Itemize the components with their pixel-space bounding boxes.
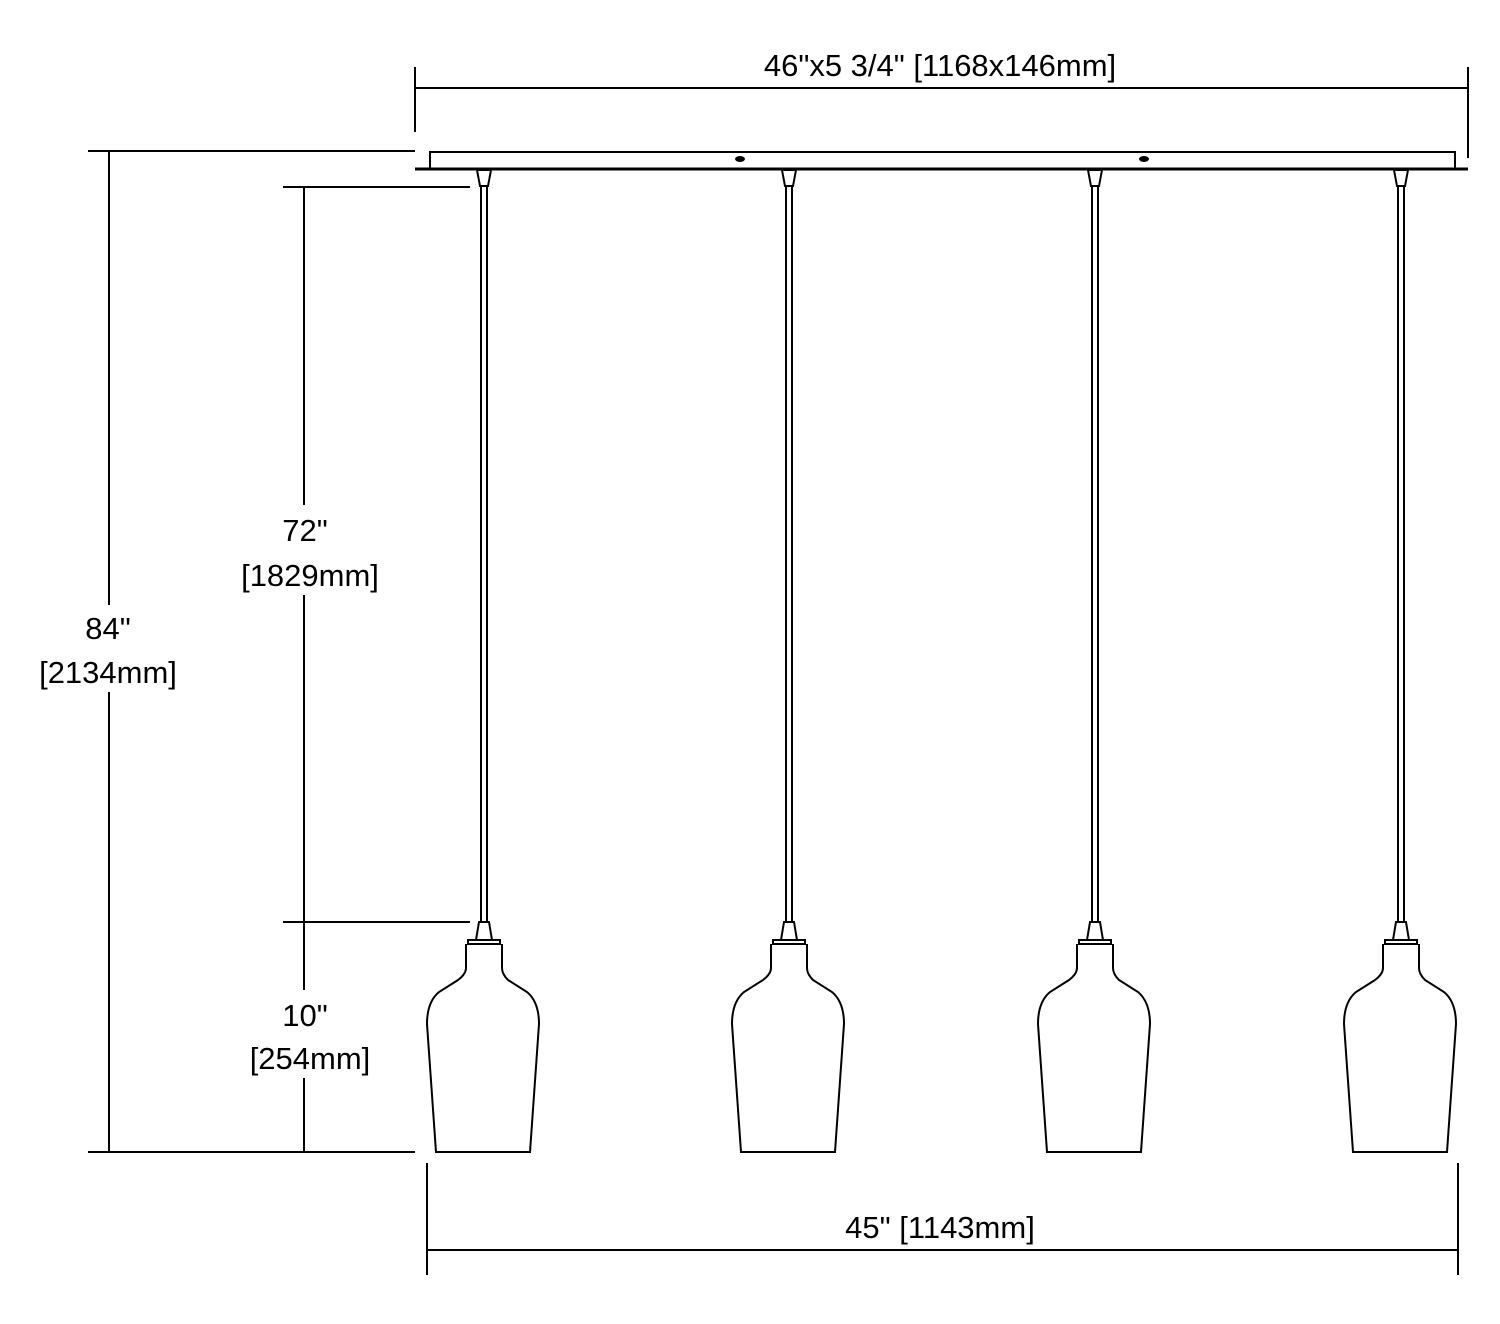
overall-height-in-label: 84" <box>85 611 131 646</box>
cord-length-mm-label: [1829mm] <box>241 558 379 593</box>
mounting-screw-icon <box>1139 156 1149 162</box>
canopy-dimension-label: 46"x5 3/4" [1168x146mm] <box>764 48 1116 83</box>
pendant-3 <box>1037 169 1151 1153</box>
pendant-2 <box>731 169 845 1153</box>
shade-height-in-label: 10" <box>282 998 328 1033</box>
pendant-1 <box>426 169 540 1153</box>
overall-width-label: 45" [1143mm] <box>845 1210 1035 1245</box>
pendant-4 <box>1343 169 1457 1153</box>
shade-height-mm-label: [254mm] <box>250 1041 371 1076</box>
overall-height-mm-label: [2134mm] <box>39 655 177 690</box>
overall-width-dimension: 45" [1143mm] <box>426 1163 1459 1275</box>
canopy-width-dimension: 46"x5 3/4" [1168x146mm] <box>414 48 1469 158</box>
mounting-screw-icon <box>735 156 745 162</box>
cord-length-in-label: 72" <box>282 513 328 548</box>
canopy <box>415 151 1468 171</box>
overall-height-dimension: 84" [2134mm] <box>39 150 415 1153</box>
cord-length-dimension: 72" [1829mm] 10" [254mm] <box>241 186 470 1152</box>
